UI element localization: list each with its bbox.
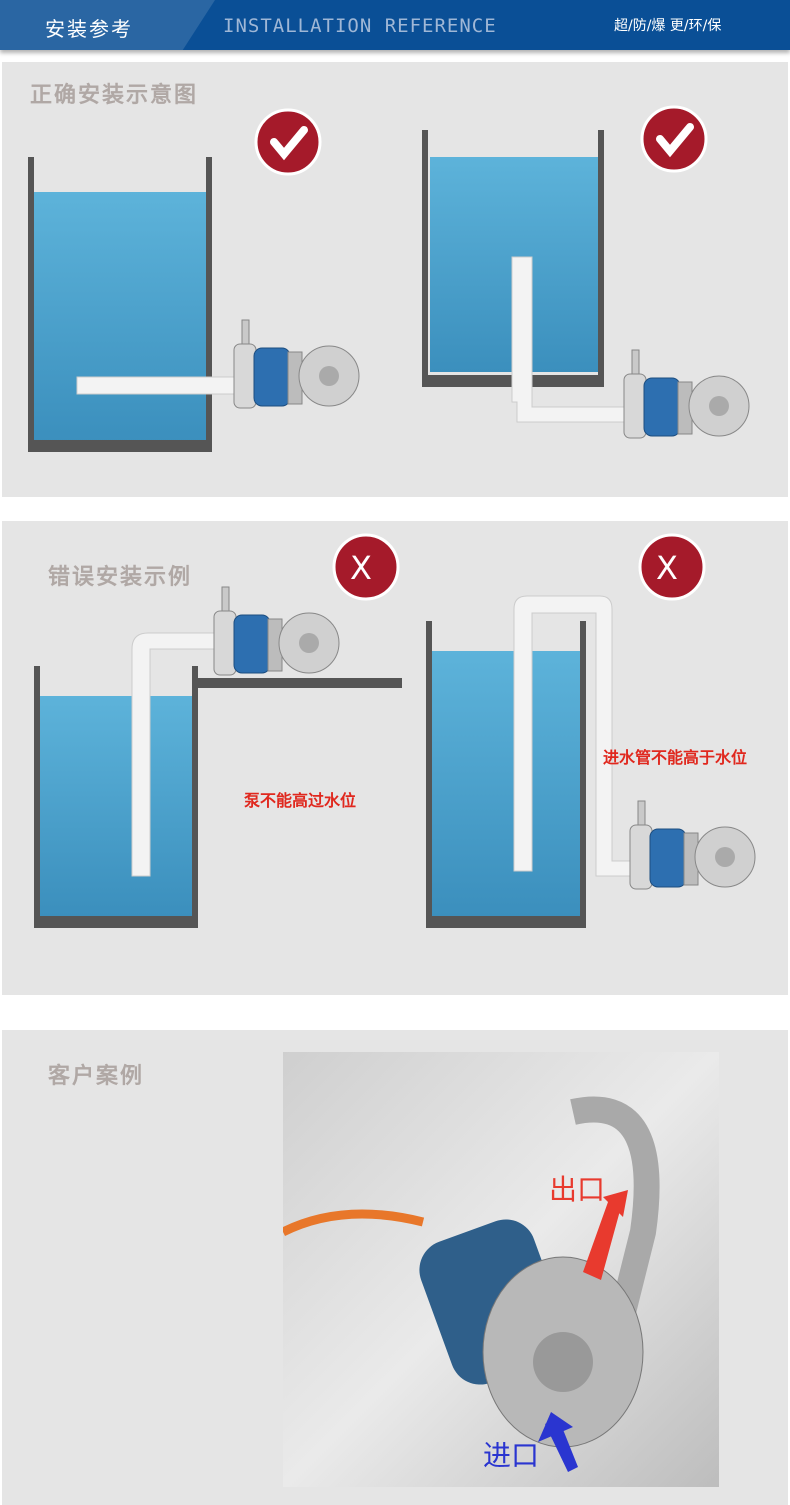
inlet-label: 进口	[483, 1439, 540, 1472]
section-title: 客户案例	[48, 1064, 145, 1089]
pipe	[76, 376, 243, 395]
check-icon	[642, 107, 706, 171]
header-banner: 安装参考 INSTALLATION REFERENCE 超/防/爆 更/环/保	[0, 0, 790, 50]
customer-case-photo: 出口 进口	[283, 1052, 719, 1487]
section-title: 错误安装示例	[48, 565, 193, 590]
header-title: 安装参考	[45, 17, 133, 41]
wrong-installation-panel: X X 错误安装示例 泵不能高过水位 进水管不能高于水位	[2, 521, 788, 995]
header-subtitle: INSTALLATION REFERENCE	[223, 15, 497, 37]
pump-photo-illustration	[283, 1096, 660, 1472]
warning-note: 泵不能高过水位	[244, 791, 357, 810]
pump-image	[623, 349, 750, 439]
x-mark-label: X	[350, 549, 372, 587]
pump-image	[213, 586, 340, 676]
platform	[198, 678, 402, 688]
pump-image	[233, 319, 360, 409]
inlet-arrow	[538, 1412, 578, 1472]
outlet-arrow	[583, 1190, 628, 1280]
correct-installation-diagram	[28, 62, 750, 452]
pipe	[131, 632, 218, 877]
correct-installation-panel: 正确安装示意图	[2, 62, 788, 497]
header-slogan: 超/防/爆 更/环/保	[614, 18, 722, 34]
check-icon	[256, 110, 320, 174]
warning-note: 进水管不能高于水位	[603, 748, 748, 767]
header-accent	[0, 0, 215, 50]
section-title: 正确安装示意图	[30, 83, 199, 108]
outlet-label: 出口	[549, 1173, 606, 1206]
wrong-installation-diagram	[34, 533, 756, 928]
water-tank-1	[40, 696, 196, 916]
pump-image	[629, 800, 756, 890]
x-mark-label: X	[656, 549, 678, 587]
water-tank-1	[32, 192, 210, 442]
water-tank-2	[432, 651, 582, 916]
